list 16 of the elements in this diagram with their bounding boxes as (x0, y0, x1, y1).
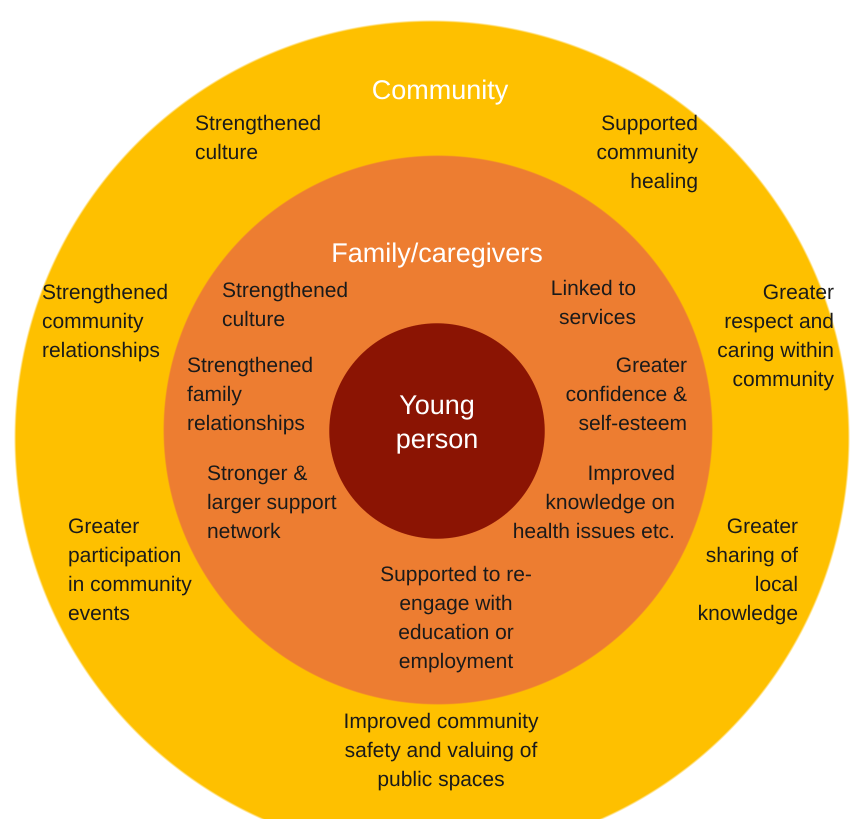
outcome-text: Supported to re-engage with education or employment (379, 562, 533, 675)
outcome-text: Linked to services (550, 276, 636, 331)
outcome-text: Greater sharing of local knowledge (696, 514, 798, 627)
circle-heading: Young person (394, 389, 480, 456)
outcome-text: Improved community safety and valuing of public spaces (342, 709, 540, 793)
outcome-text: Greater participation in community events (68, 514, 193, 627)
outcome-text: Strengthened community relationships (42, 280, 170, 364)
outcome-text: Strengthened culture (222, 278, 350, 333)
outcome-text: Strengthened family relationships (187, 353, 314, 437)
outcome-text: Supported community healing (595, 111, 698, 195)
outcome-text: Stronger & larger support network (207, 461, 338, 545)
outcome-text: Improved knowledge on health issues etc. (512, 461, 675, 545)
circle-heading: Community (370, 74, 510, 107)
outcome-text: Greater confidence & self-esteem (564, 353, 687, 437)
circle-heading: Family/caregivers (330, 237, 544, 270)
outcome-text: Strengthened culture (195, 111, 322, 166)
